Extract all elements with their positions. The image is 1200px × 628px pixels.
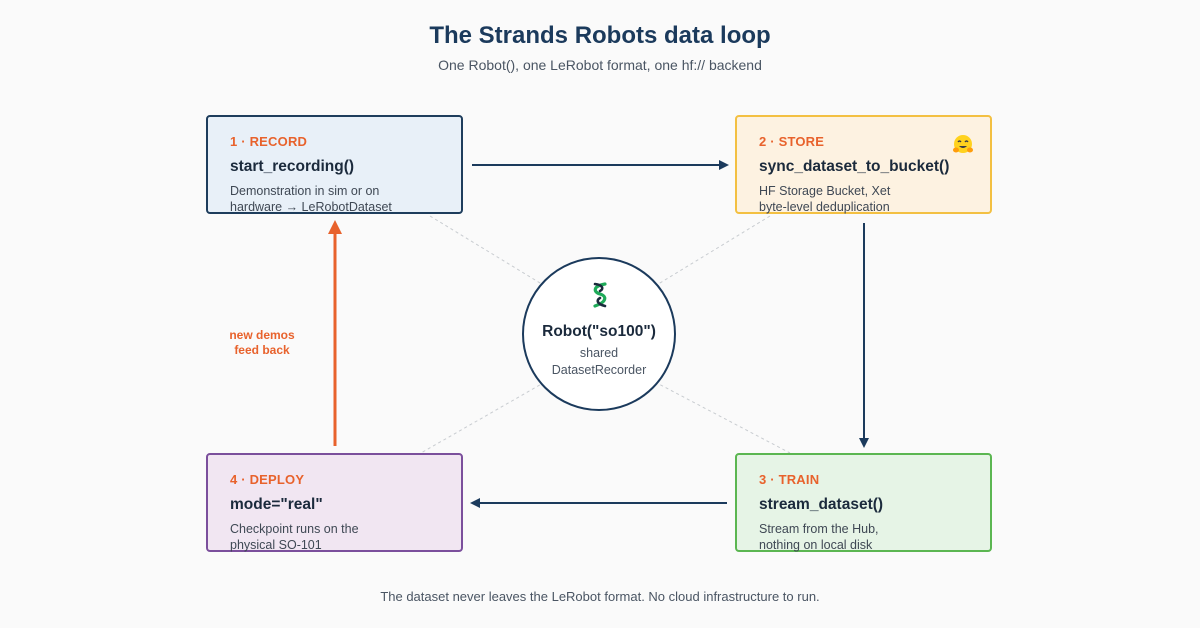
robot-call: Robot("so100"): [542, 323, 656, 340]
page-title: The Strands Robots data loop: [429, 22, 771, 49]
page-subtitle: One Robot(), one LeRobot format, one hf:…: [438, 57, 762, 73]
step-function: stream_dataset(): [759, 496, 884, 513]
description-line: byte-level deduplication: [759, 200, 890, 214]
hugging-face-emoji-icon: [953, 135, 973, 153]
step-train-card: 3 · TRAIN stream_dataset() Stream from t…: [735, 453, 992, 552]
robot-hub-circle: Robot("so100") shared DatasetRecorder: [522, 257, 676, 411]
step-store-card: 2 · STORE sync_dataset_to_bucket() HF St…: [735, 115, 992, 214]
step-record-card: 1 · RECORD start_recording() Demonstrati…: [206, 115, 463, 214]
step-description: Demonstration in sim or on hardware → Le…: [230, 183, 461, 215]
description-line: Stream from the Hub,: [759, 522, 879, 536]
footer-note: The dataset never leaves the LeRobot for…: [380, 589, 820, 604]
step-function: mode="real": [230, 496, 323, 513]
step-deploy-card: 4 · DEPLOY mode="real" Checkpoint runs o…: [206, 453, 463, 552]
step-label: 2 · STORE: [759, 134, 825, 149]
spoke-record: [429, 215, 546, 287]
feedback-line: new demos: [229, 328, 295, 342]
step-label: 4 · DEPLOY: [230, 472, 305, 487]
step-description: HF Storage Bucket, Xet byte-level dedupl…: [759, 183, 990, 215]
feedback-line: feed back: [234, 343, 290, 357]
spoke-deploy: [399, 381, 546, 466]
step-function: sync_dataset_to_bucket(): [759, 158, 950, 175]
description-line: Checkpoint runs on the: [230, 522, 359, 536]
description-line: Demonstration in sim or on: [230, 184, 380, 198]
description-line: nothing on local disk: [759, 538, 873, 552]
description-line: physical SO-101: [230, 538, 322, 552]
step-function: start_recording(): [230, 158, 355, 175]
step-description: Checkpoint runs on the physical SO-101: [230, 521, 461, 553]
step-description: Stream from the Hub, nothing on local di…: [759, 521, 990, 553]
spoke-train: [654, 381, 791, 454]
feedback-label: new demos feed back: [212, 328, 312, 358]
step-label: 3 · TRAIN: [759, 472, 820, 487]
spoke-store: [654, 215, 771, 287]
center-caption-line: DatasetRecorder: [551, 363, 647, 377]
strands-logo-icon: [593, 282, 607, 308]
description-line: hardware → LeRobotDataset: [230, 200, 392, 214]
step-label: 1 · RECORD: [230, 134, 308, 149]
center-caption-line: shared: [579, 346, 619, 360]
description-line: HF Storage Bucket, Xet: [759, 184, 891, 198]
